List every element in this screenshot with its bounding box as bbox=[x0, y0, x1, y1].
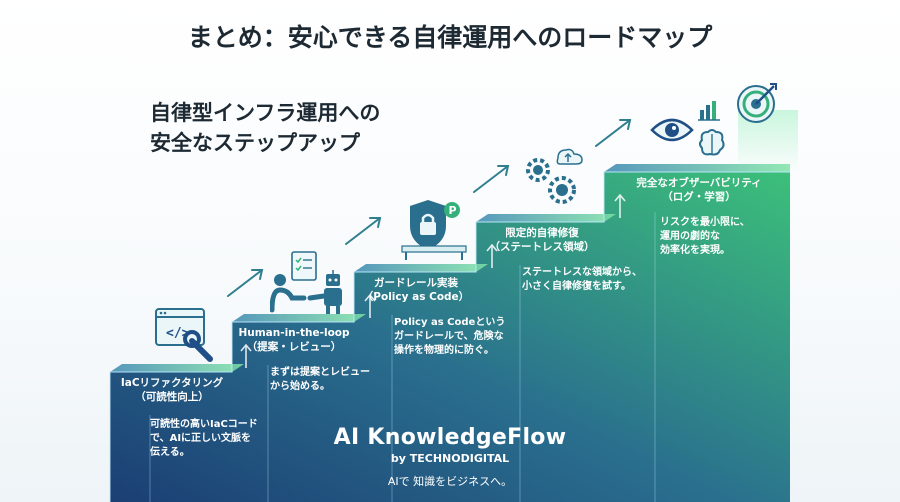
brand-tagline: AIで 知識をビジネスへ。 bbox=[387, 475, 513, 488]
staircase-body bbox=[110, 172, 790, 502]
step-2-desc: まずは提案とレビュー から始める。 bbox=[270, 367, 370, 392]
step-1-title: IaCリファクタリング （可読性向上） bbox=[120, 377, 224, 403]
human-robot-handshake-icon bbox=[270, 251, 342, 314]
step-2-title: Human-in-the-loop （提案・レビュー） bbox=[238, 327, 350, 353]
step-edges bbox=[109, 171, 790, 502]
subtitle: 自律型インフラ運用への 安全なステップアップ bbox=[150, 98, 380, 158]
subtitle-line1: 自律型インフラ運用への bbox=[150, 101, 381, 125]
step-tops bbox=[110, 164, 790, 372]
riser-arrows bbox=[240, 193, 626, 368]
progress-arrows bbox=[227, 119, 632, 297]
step-4-title: 限定的自律修復 （ステートレス領域） bbox=[489, 227, 595, 253]
step-4-desc: ステートレスな領域から、 小さく自律修復を試す。 bbox=[522, 267, 642, 292]
brand-block: AI KnowledgeFlow by TECHNODIGITAL AIで 知識… bbox=[300, 425, 600, 489]
step-1-desc: 可読性の高いIaCコード で、AIに正しい文脈を 伝える。 bbox=[150, 419, 258, 458]
svg-text:P: P bbox=[449, 204, 457, 217]
page-title: まとめ：安心できる自律運用へのロードマップ bbox=[187, 23, 713, 52]
target-icon bbox=[737, 83, 777, 123]
subtitle-line2: 安全なステップアップ bbox=[150, 131, 360, 155]
brand-by: by TECHNODIGITAL bbox=[390, 452, 510, 465]
shield-lock-icon: P bbox=[401, 200, 467, 260]
brand-name: AI KnowledgeFlow bbox=[333, 425, 567, 450]
code-window-wrench-icon: </> bbox=[155, 308, 213, 362]
eye-chart-brain-icon bbox=[650, 101, 725, 156]
step-3-desc: Policy as Codeという ガードレールで、危険な 操作を物理的に防ぐ。 bbox=[394, 317, 506, 356]
gears-cloud-icon bbox=[526, 148, 583, 204]
step-5-desc: リスクを最小限に、 運用の劇的な 効率化を実現。 bbox=[660, 217, 750, 256]
step-5-title: 完全なオブザーバビリティ （ログ・学習） bbox=[636, 177, 762, 203]
step-3-title: ガードレール実装 （Policy as Code） bbox=[362, 277, 470, 303]
